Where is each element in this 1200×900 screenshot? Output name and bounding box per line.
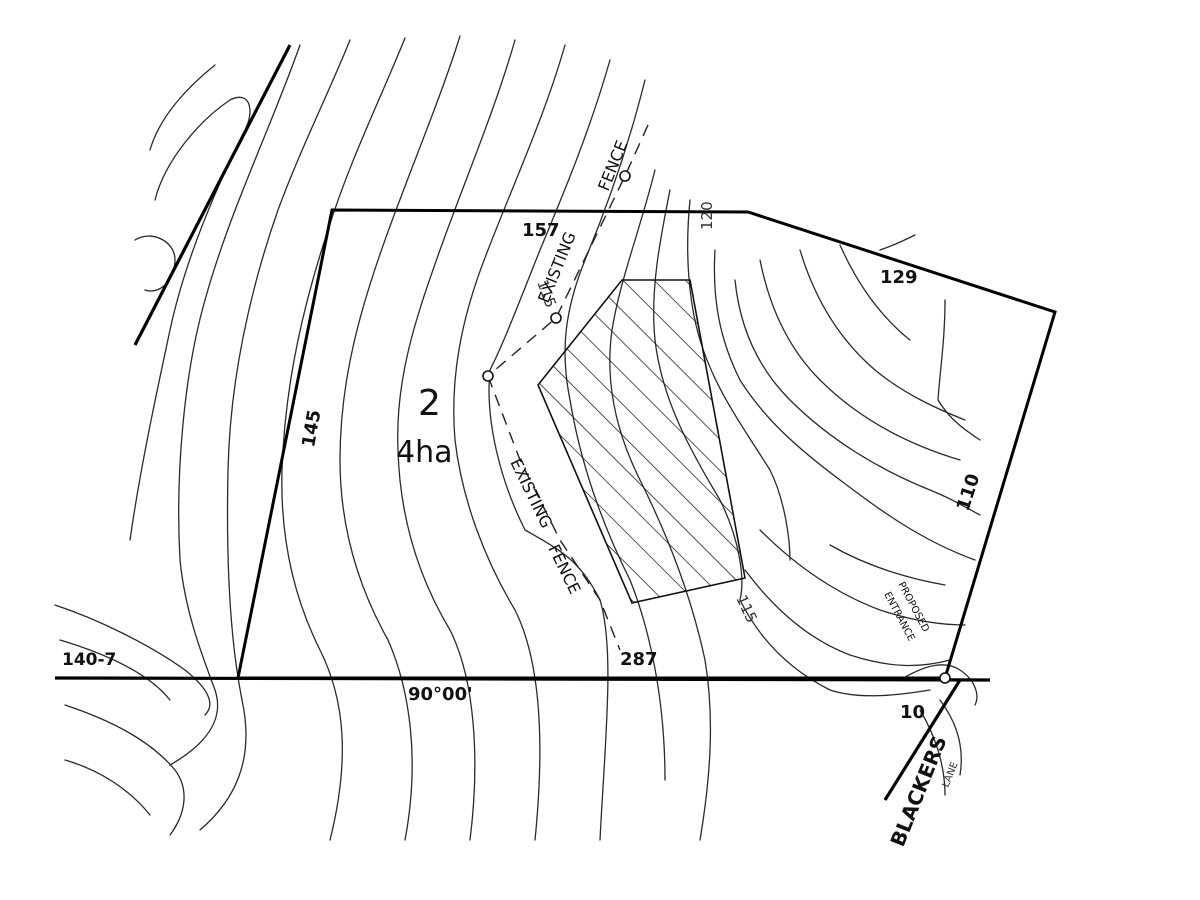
contour-line [199, 39, 351, 831]
north-dimension: 157 [522, 220, 560, 241]
building-envelope-hatch [537, 279, 746, 604]
contour-line [59, 639, 171, 701]
contour-label-top: 120 [698, 201, 716, 230]
upper-fence-label-suffix: FENCE [594, 138, 631, 194]
existing-fences [482, 124, 951, 684]
contour-line [739, 599, 931, 697]
fence-post [939, 672, 951, 684]
lower-fence-label: EXISTING [506, 455, 556, 531]
contour-line [64, 704, 185, 836]
contour-line [744, 569, 951, 667]
contour-line [839, 244, 911, 341]
contour-label-bottom: 115 [732, 592, 760, 626]
lower-fence-line [487, 375, 621, 651]
contour-line [397, 39, 516, 841]
north-east-dimension: 129 [880, 267, 918, 288]
contour-line [879, 234, 916, 251]
contour-line [937, 299, 981, 441]
contour-line [799, 249, 966, 421]
contour-line [759, 259, 961, 461]
east-dimension: 110 [953, 471, 985, 513]
contour-line [713, 249, 976, 561]
contour-line [54, 604, 211, 716]
south-dimension: 287 [620, 649, 658, 670]
road-lines [54, 44, 991, 801]
contour-line [64, 759, 151, 816]
contour-line [919, 709, 946, 796]
boundary-bearing: 90°00' [408, 684, 473, 705]
contour-line [687, 199, 791, 561]
contour-line [281, 37, 406, 841]
blackers-lane-line [883, 679, 962, 801]
fence-post [619, 170, 631, 182]
contour-line [829, 544, 946, 586]
upper-fence-line [487, 124, 649, 377]
lot-area: 4ha [396, 435, 452, 470]
contour-line [134, 235, 176, 292]
lower-fence-label-suffix: FENCE [544, 541, 584, 597]
fence-post [482, 370, 494, 382]
fence-post [550, 312, 562, 324]
road-frontage-dimension: 10 [900, 702, 925, 723]
contour-line [759, 529, 966, 626]
contour-line [339, 35, 461, 841]
lot-number: 2 [418, 383, 441, 424]
contour-line [734, 279, 981, 516]
contour-lines [54, 35, 981, 841]
road-name: BLACKERS [885, 732, 951, 850]
contour-line [899, 664, 978, 706]
contour-line [149, 64, 216, 151]
contour-line [169, 44, 301, 766]
lot-boundary [236, 208, 1057, 680]
west-dimension: 145 [298, 408, 325, 449]
diagonal-road-line [133, 44, 292, 346]
adjoining-lot-number: 140-7 [62, 650, 116, 670]
contour-line [453, 44, 566, 841]
